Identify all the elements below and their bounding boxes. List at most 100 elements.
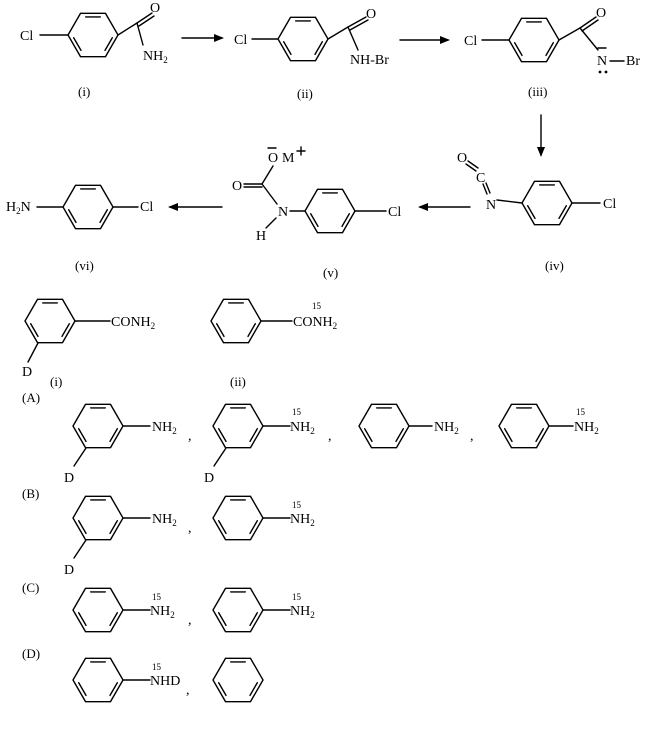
compound-iv-top: O C N Cl (iv) <box>457 151 616 273</box>
compound-i-top: Cl O NH2 (i) <box>20 1 168 99</box>
bromine-label: Br <box>626 54 640 69</box>
conh2-label: CONH2 <box>293 315 337 331</box>
benzene-ring <box>521 180 573 226</box>
comma: , <box>470 429 474 444</box>
nitrogen-label: N <box>278 205 288 220</box>
oxygen-label: O <box>596 6 606 21</box>
option-b: (B) NH2 D , 15 NH2 <box>22 486 315 578</box>
ring-double-bond <box>109 428 119 443</box>
ring-double-bond <box>29 323 39 338</box>
ring-double-bond <box>249 428 259 443</box>
chlorine-label: Cl <box>20 29 33 44</box>
compound-iii-top: Cl O N Br (iii) <box>464 6 640 99</box>
ring-outline <box>508 17 560 63</box>
ring-double-bond <box>77 428 87 443</box>
benzene-ring <box>212 657 264 703</box>
ring-outline <box>212 657 264 703</box>
ring-double-bond <box>314 41 324 56</box>
isotope-15-label: 15 <box>292 592 302 602</box>
nhd-label: NHD <box>150 674 180 689</box>
benzene-ring <box>358 403 410 449</box>
conh2-label: CONH2 <box>111 315 155 331</box>
comma: , <box>328 429 332 444</box>
ring-double-bond <box>109 520 119 535</box>
oxygen-label: O <box>268 151 278 166</box>
nh2-label: NH2 <box>434 420 459 436</box>
caption-ii: (ii) <box>297 86 313 101</box>
nh2-label: NH2 <box>574 420 599 436</box>
ring-outline <box>67 12 119 58</box>
metal-label: M <box>282 151 295 166</box>
nh2-label: NH2 <box>152 420 177 436</box>
option-c: (C) 15 NH2 , 15 NH2 <box>22 580 315 633</box>
ring-double-bond <box>558 205 568 220</box>
ring-outline <box>72 657 124 703</box>
ring-double-bond <box>309 213 319 228</box>
ring-double-bond <box>249 612 259 627</box>
ring-outline <box>498 403 550 449</box>
ring-double-bond <box>282 41 292 56</box>
substrate-ii: 15 CONH2 (ii) <box>210 298 337 389</box>
benzene-ring <box>72 403 124 449</box>
ring-outline <box>210 298 262 344</box>
isotope-15-label: 15 <box>576 407 586 417</box>
ring-double-bond <box>72 37 82 52</box>
chlorine-label: Cl <box>140 200 153 215</box>
carbon-label: C <box>476 171 485 186</box>
benzene-ring <box>72 587 124 633</box>
caption-vi: (vi) <box>75 258 94 273</box>
ring-outline <box>24 298 76 344</box>
ring-outline <box>212 587 264 633</box>
option-d: (D) 15 NHD , <box>22 646 264 703</box>
caption-iv: (iv) <box>545 258 564 273</box>
option-label: (D) <box>22 646 40 661</box>
oxygen-label: O <box>457 151 467 166</box>
ring-double-bond <box>249 520 259 535</box>
isotope-15-label: 15 <box>152 662 162 672</box>
ring-double-bond <box>99 209 109 224</box>
ring-double-bond <box>109 612 119 627</box>
nitrogen-label: N <box>597 54 607 69</box>
arrow-i-ii <box>181 34 224 42</box>
benzene-ring <box>304 188 356 234</box>
ring-outline <box>521 180 573 226</box>
ring-double-bond <box>247 323 257 338</box>
benzene-ring <box>498 403 550 449</box>
compound-vi-top: H2N Cl (vi) <box>6 184 153 273</box>
ring-outline <box>72 403 124 449</box>
ring-double-bond <box>104 37 114 52</box>
benzene-ring <box>62 184 114 230</box>
ring-double-bond <box>363 428 373 443</box>
nh2-label: NH2 <box>152 512 177 528</box>
arrow-v-vi <box>168 203 223 211</box>
ring-double-bond <box>249 682 259 697</box>
ring-outline <box>277 16 329 62</box>
oxygen-label: O <box>150 1 160 16</box>
benzene-ring <box>24 298 76 344</box>
deuterium-label: D <box>204 471 214 486</box>
benzene-ring <box>210 298 262 344</box>
ring-double-bond <box>217 428 227 443</box>
deuterium-label: D <box>64 563 74 578</box>
benzene-ring <box>67 12 119 58</box>
nh2-label: NH2 <box>290 512 315 528</box>
ring-double-bond <box>77 520 87 535</box>
caption-iii: (iii) <box>528 84 548 99</box>
ring-outline <box>72 495 124 541</box>
ring-double-bond <box>109 682 119 697</box>
option-label: (C) <box>22 580 39 595</box>
comma: , <box>186 683 190 698</box>
benzene-ring <box>277 16 329 62</box>
benzene-ring <box>72 657 124 703</box>
oxygen-label: O <box>366 7 376 22</box>
substrate-caption-i: (i) <box>50 374 62 389</box>
substrate-caption-ii: (ii) <box>230 374 246 389</box>
ring-double-bond <box>215 323 225 338</box>
ring-double-bond <box>535 428 545 443</box>
benzene-ring <box>212 403 264 449</box>
ring-double-bond <box>77 682 87 697</box>
ring-double-bond <box>217 682 227 697</box>
nhbr-label: NH-Br <box>350 53 389 68</box>
amine-label: H2N <box>6 200 31 216</box>
ring-double-bond <box>67 209 77 224</box>
